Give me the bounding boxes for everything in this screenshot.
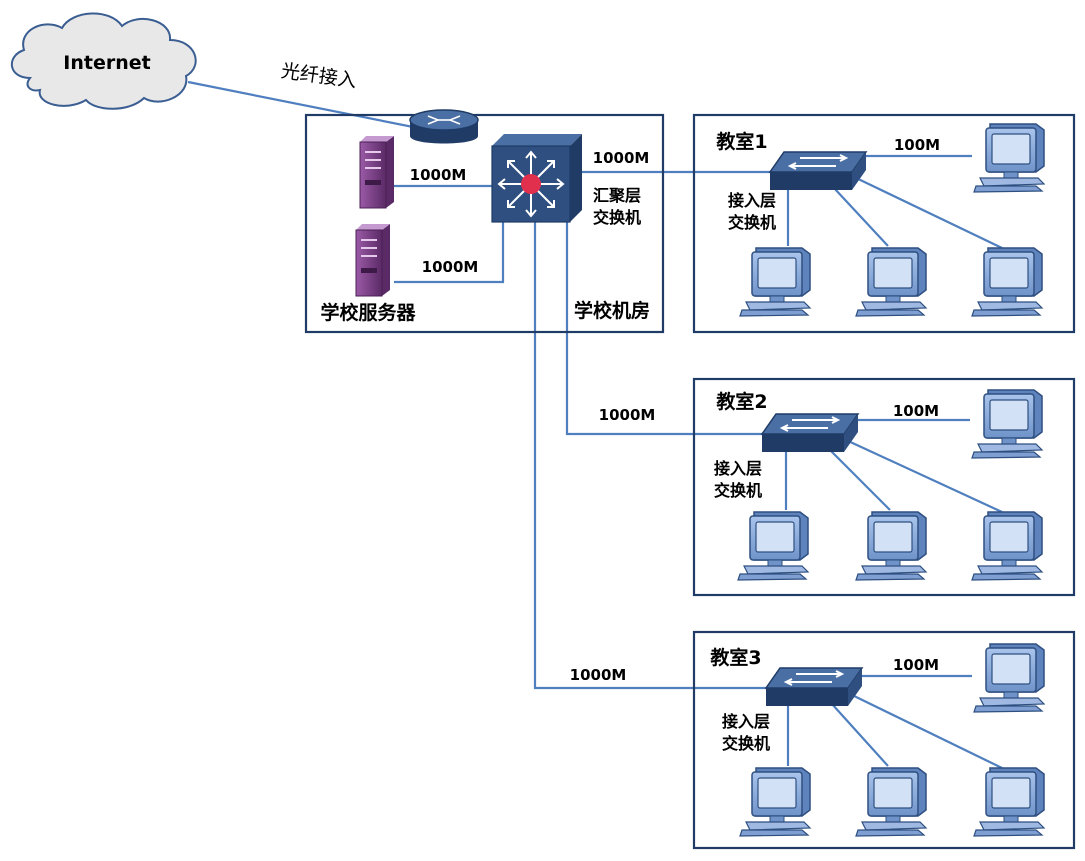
internet-label: Internet	[63, 52, 150, 74]
access-switch-label-line1: 接入层	[728, 191, 776, 210]
server-1-icon	[359, 135, 395, 209]
classroom-3: 教室3 1000M 100M 接入层 交换机	[570, 643, 1045, 837]
classroom-1: 教室1 1000M 100M 接入层 交换机	[593, 123, 1045, 317]
server-1-link-speed: 1000M	[410, 166, 467, 184]
router	[409, 109, 479, 144]
access-switch-label-line1: 接入层	[722, 712, 770, 731]
fiber-access-label: 光纤接入	[280, 60, 358, 92]
computer-icon	[973, 767, 1045, 837]
hub-center-dot	[521, 174, 541, 194]
uplink-speed-label: 1000M	[570, 666, 627, 684]
school-servers-label: 学校服务器	[320, 301, 416, 324]
classroom-2: 教室2 1000M 100M 接入层 交换机	[599, 389, 1043, 581]
server-2-link-speed: 1000M	[422, 258, 479, 276]
computer-icon	[973, 123, 1045, 193]
access-switch-icon	[761, 413, 859, 453]
uplink-speed-label: 1000M	[599, 406, 656, 424]
classroom-1-pc-link	[851, 175, 1003, 249]
school-server-room-label: 学校机房	[574, 299, 650, 322]
classroom-3-pc-link	[831, 703, 889, 767]
classroom-name: 教室2	[716, 390, 767, 413]
access-switch-label-line2: 交换机	[728, 213, 776, 232]
classroom-3-uplink-line	[533, 220, 790, 690]
pc-link-speed-label: 100M	[893, 656, 939, 674]
computer-icon	[855, 247, 927, 317]
router-arrows-icon	[427, 115, 461, 125]
classroom-2-uplink-line	[565, 220, 790, 436]
classroom-3-frame	[692, 630, 1076, 850]
classroom-1-frame	[692, 113, 1076, 334]
access-switch-label-line2: 交换机	[714, 481, 762, 500]
computer-icon	[739, 767, 811, 837]
classroom-2-pc-link	[829, 449, 891, 511]
classroom-1-pc-link	[833, 187, 889, 247]
access-switch-icon	[765, 667, 863, 707]
aggregation-switch-label-line2: 交换机	[593, 208, 641, 227]
room-frames	[304, 113, 1076, 850]
access-switch-label-line2: 交换机	[722, 734, 770, 753]
computer-icon	[971, 389, 1043, 459]
computer-icon	[971, 247, 1043, 317]
server-2-link-line	[394, 222, 505, 284]
server-2-icon	[355, 223, 391, 297]
computer-icon	[971, 511, 1043, 581]
pc-link-speed-label: 100M	[893, 402, 939, 420]
uplink-speed-label: 1000M	[593, 149, 650, 167]
cloud-icon	[11, 12, 197, 110]
aggregation-switch-label-line1: 汇聚层	[593, 186, 641, 205]
classroom-2-pc-link	[845, 439, 1003, 513]
computer-icon	[973, 643, 1045, 713]
classroom-3-pc-link	[849, 693, 1003, 769]
internet-cloud: Internet	[11, 12, 197, 110]
aggregation-switch	[491, 134, 582, 223]
computer-icon	[855, 767, 927, 837]
pc-link-speed-label: 100M	[894, 136, 940, 154]
access-switch-icon	[769, 151, 867, 191]
fiber-link-line	[187, 80, 419, 130]
connection-lines	[187, 80, 1003, 769]
computer-icon	[737, 511, 809, 581]
access-switch-label-line1: 接入层	[714, 459, 762, 478]
classroom-name: 教室1	[716, 130, 767, 153]
classroom-2-frame	[692, 377, 1076, 597]
computer-icon	[855, 511, 927, 581]
school-server-room-frame	[304, 113, 665, 334]
classroom-name: 教室3	[710, 646, 761, 669]
computer-icon	[739, 247, 811, 317]
